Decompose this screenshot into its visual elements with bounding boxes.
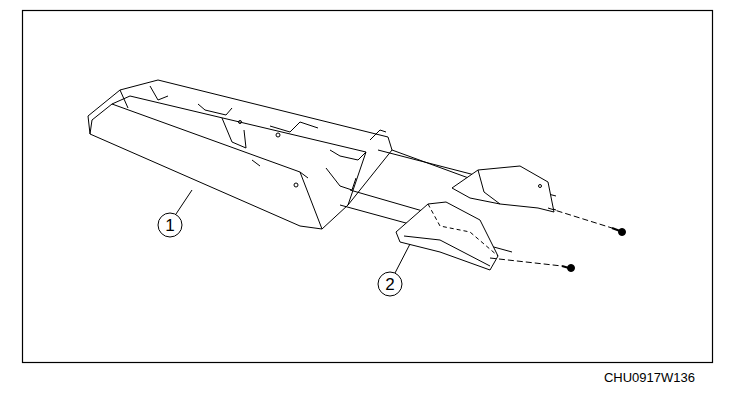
- figure-code: CHU0917W136: [604, 371, 695, 384]
- side-cover-left: [396, 202, 498, 270]
- callout-number: 1: [165, 217, 174, 234]
- screw-symbol: [562, 228, 626, 272]
- callout-circles: [158, 190, 410, 296]
- side-cover-right: [452, 166, 554, 212]
- callout-number: 2: [385, 276, 394, 293]
- screw-lines: [490, 208, 612, 266]
- frame-border: [23, 11, 713, 363]
